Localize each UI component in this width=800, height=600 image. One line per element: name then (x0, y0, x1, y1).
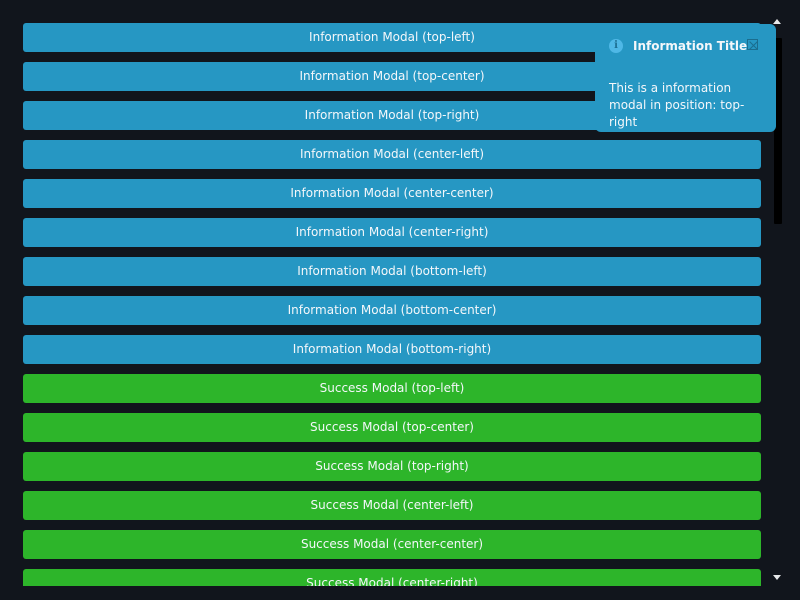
info-modal-bottom-right-button[interactable]: Information Modal (bottom-right) (23, 335, 761, 364)
vertical-scrollbar[interactable] (771, 18, 784, 584)
modal-title: Information Title (633, 39, 748, 53)
scroll-down-arrow-icon[interactable] (773, 575, 781, 580)
scroll-thumb[interactable] (774, 38, 782, 224)
modal-header: i Information Title (609, 38, 762, 54)
info-modal-center-center-button[interactable]: Information Modal (center-center) (23, 179, 761, 208)
info-modal-center-left-button[interactable]: Information Modal (center-left) (23, 140, 761, 169)
close-icon[interactable] (747, 39, 758, 50)
success-modal-center-right-button[interactable]: Success Modal (center-right) (23, 569, 761, 586)
scroll-up-arrow-icon[interactable] (773, 19, 781, 24)
success-modal-center-center-button[interactable]: Success Modal (center-center) (23, 530, 761, 559)
success-modal-center-left-button[interactable]: Success Modal (center-left) (23, 491, 761, 520)
success-modal-top-right-button[interactable]: Success Modal (top-right) (23, 452, 761, 481)
information-modal: i Information Title This is a informatio… (595, 24, 776, 132)
success-modal-top-left-button[interactable]: Success Modal (top-left) (23, 374, 761, 403)
success-modal-top-center-button[interactable]: Success Modal (top-center) (23, 413, 761, 442)
page-viewport: Information Modal (top-left) Information… (23, 23, 761, 586)
modal-button-list: Information Modal (top-left) Information… (23, 23, 761, 586)
info-modal-bottom-center-button[interactable]: Information Modal (bottom-center) (23, 296, 761, 325)
info-modal-bottom-left-button[interactable]: Information Modal (bottom-left) (23, 257, 761, 286)
modal-body: This is a information modal in position:… (609, 81, 745, 129)
info-icon: i (609, 39, 623, 53)
info-modal-center-right-button[interactable]: Information Modal (center-right) (23, 218, 761, 247)
